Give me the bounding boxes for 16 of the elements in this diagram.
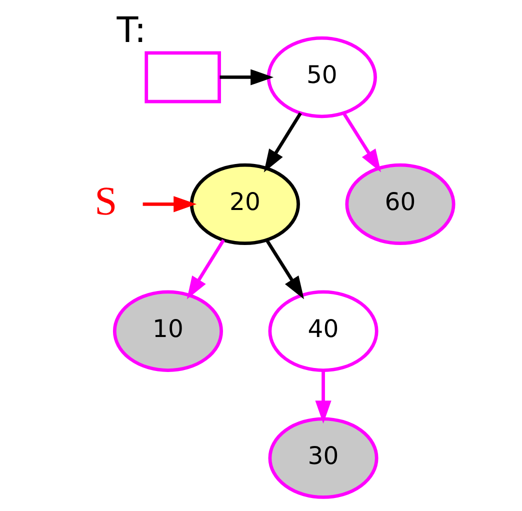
arrow xyxy=(219,69,274,86)
arrow xyxy=(142,196,196,212)
node-ellipse: 20 xyxy=(189,163,300,246)
node-ellipse: 10 xyxy=(112,290,223,372)
node-ellipse: 60 xyxy=(344,163,455,246)
node-ellipse: 50 xyxy=(266,36,376,118)
arrow xyxy=(342,112,381,172)
arrow xyxy=(186,239,224,300)
node-text: S xyxy=(94,178,117,224)
arrow xyxy=(263,112,302,172)
node-label: T: xyxy=(116,10,146,51)
arrow xyxy=(264,239,304,300)
node-ellipse: 40 xyxy=(268,290,378,372)
node-ellipse: 30 xyxy=(268,417,378,499)
arrow xyxy=(314,370,331,424)
node-box xyxy=(144,51,220,104)
